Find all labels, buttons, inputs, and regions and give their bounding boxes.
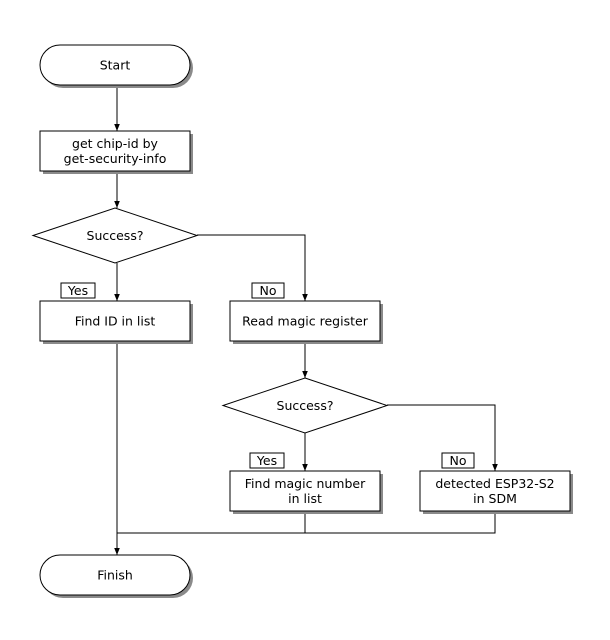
decision1-no-tag-label: No xyxy=(260,283,277,298)
detected-node: detected ESP32-S2 in SDM xyxy=(419,470,573,514)
decision2-node: Success? xyxy=(221,377,389,434)
finish-node-label: Finish xyxy=(97,568,133,583)
decision1-yes-tag-box xyxy=(60,282,96,299)
decision2-yes-tag-box xyxy=(249,452,285,469)
detected-node-line2: in SDM xyxy=(473,491,517,506)
get-chip-id-node-line1: get chip-id by xyxy=(72,136,159,151)
decision2-yes-tag-label: Yes xyxy=(256,453,277,468)
find-id-node: Find ID in list xyxy=(39,300,193,344)
finish-node: Finish xyxy=(39,554,193,598)
read-magic-node: Read magic register xyxy=(229,300,383,344)
decision2-node-label: Success? xyxy=(277,398,334,413)
find-magic-node: Find magic number in list xyxy=(229,470,383,514)
decision1-yes-tag: Yes xyxy=(60,282,96,299)
find-magic-node-shape xyxy=(229,470,381,512)
read-magic-node-label: Read magic register xyxy=(242,314,369,329)
decision2-no-tag: No xyxy=(441,452,475,469)
decision2-node-shape xyxy=(221,377,389,434)
get-chip-id-node-line2: get-security-info xyxy=(64,151,167,166)
decision1-yes-tag-label: Yes xyxy=(67,283,88,298)
edge-decision1-no xyxy=(197,234,308,301)
start-node-shape xyxy=(39,44,191,86)
finish-node-shape xyxy=(39,554,191,596)
get-chip-id-node-shape xyxy=(39,130,191,172)
start-node: Start xyxy=(39,44,193,88)
decision1-node-label: Success? xyxy=(87,228,144,243)
edge-findmagic-down xyxy=(117,511,306,534)
start-node-label: Start xyxy=(100,58,131,73)
read-magic-node-shape xyxy=(229,300,381,342)
find-id-node-shape xyxy=(39,300,191,342)
decision1-node: Success? xyxy=(31,207,199,264)
find-id-node-label: Find ID in list xyxy=(75,314,156,329)
get-chip-id-node: get chip-id by get-security-info xyxy=(39,130,193,174)
detected-node-line1: detected ESP32-S2 xyxy=(435,476,554,491)
edge-decision2-no xyxy=(387,404,498,471)
decision1-node-shape xyxy=(31,207,199,264)
find-magic-node-line1: Find magic number xyxy=(245,476,366,491)
decision2-yes-tag: Yes xyxy=(249,452,285,469)
decision1-no-tag-box xyxy=(251,282,285,299)
detected-node-shape xyxy=(419,470,571,512)
edge-detected-down xyxy=(305,511,496,534)
edges xyxy=(114,85,498,555)
find-magic-node-line2: in list xyxy=(288,491,322,506)
decision1-no-tag: No xyxy=(251,282,285,299)
decision2-no-tag-box xyxy=(441,452,475,469)
decision2-no-tag-label: No xyxy=(450,453,467,468)
